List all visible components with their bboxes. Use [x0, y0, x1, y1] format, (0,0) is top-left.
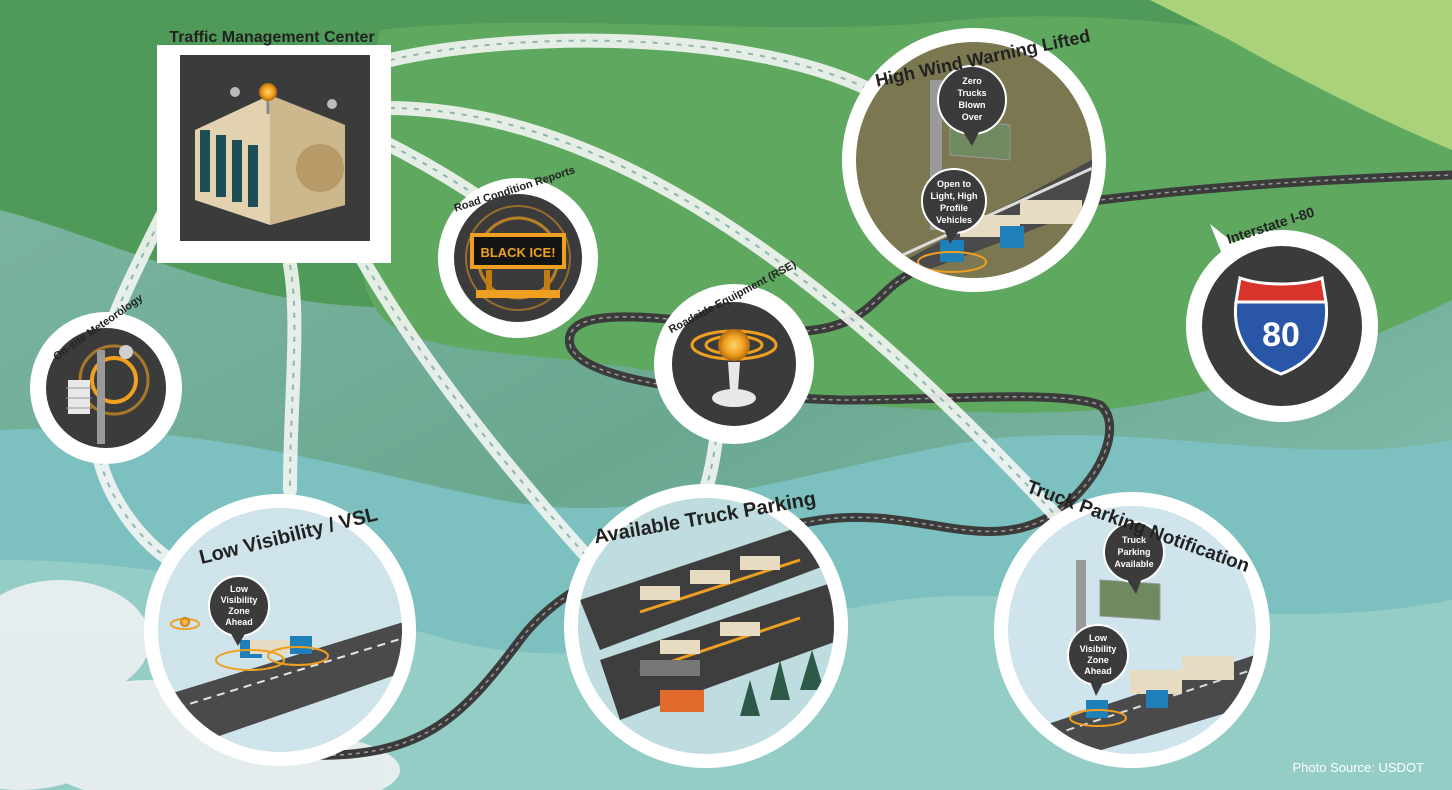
- clouds: [0, 580, 400, 790]
- available-truck-parking: Available Truck Parking: [564, 484, 848, 768]
- notification-bubble-2-line-3: Zone: [1087, 655, 1109, 665]
- wind-bubble-1-line-3: Blown: [959, 100, 986, 110]
- wind-bubble-1-line-2: Trucks: [957, 88, 986, 98]
- black-ice-sign: BLACK ICE!: [480, 245, 555, 260]
- notification-bubble-2-line-1: Low: [1089, 633, 1108, 643]
- tmc-building-icon: [195, 83, 345, 225]
- high-wind-warning: Zero Trucks Blown Over Open to Light, Hi…: [842, 26, 1106, 292]
- notification-bubble-1: Truck Parking Available: [1103, 521, 1165, 594]
- wind-bubble-1-line-4: Over: [962, 112, 983, 122]
- low-visibility-vsl: Low Visibility Zone Ahead Low Visibility…: [144, 494, 416, 766]
- wind-bubble-1: Zero Trucks Blown Over: [937, 65, 1007, 146]
- warning-sign-icon: BLACK ICE!: [465, 205, 571, 311]
- communication-link-arrows: [99, 39, 1061, 561]
- notification-bubble-1-line-3: Available: [1114, 559, 1153, 569]
- notification-bubble-2: Low Visibility Zone Ahead: [1067, 624, 1129, 696]
- photo-credit: Photo Source: USDOT: [1293, 760, 1425, 775]
- notification-bubble-1-line-2: Parking: [1117, 547, 1150, 557]
- tmc-title: Traffic Management Center: [169, 29, 374, 46]
- wind-bubble-2-line-4: Vehicles: [936, 215, 972, 225]
- hill-light-green: [1150, 0, 1452, 150]
- on-site-meteorology: On-site Meteorology: [30, 292, 182, 464]
- wind-bubble-2-line-2: Light, High: [931, 191, 978, 201]
- wind-bubble-2: Open to Light, High Profile Vehicles: [921, 168, 987, 244]
- low-vis-bubble-line-1: Low: [230, 584, 249, 594]
- rse-beacon-icon: [690, 329, 778, 407]
- notification-bubble-2-line-4: Ahead: [1084, 666, 1112, 676]
- interstate-shield-icon: 80: [1233, 275, 1329, 376]
- low-vis-bubble-line-4: Ahead: [225, 617, 253, 627]
- notification-bubble-1-line-1: Truck: [1122, 535, 1147, 545]
- beacon-icon: [170, 617, 200, 630]
- wind-bubble-1-line-1: Zero: [962, 76, 982, 86]
- truck-parking-notification: Truck Parking Available Low Visibility Z…: [994, 477, 1270, 768]
- wind-bubble-2-line-3: Profile: [940, 203, 968, 213]
- notification-bubble-2-line-2: Visibility: [1080, 644, 1117, 654]
- traffic-management-center: Traffic Management Center: [157, 29, 391, 263]
- low-vis-bubble-line-2: Visibility: [221, 595, 258, 605]
- wind-bubble-2-line-1: Open to: [937, 179, 971, 189]
- low-vis-bubble-line-3: Zone: [228, 606, 250, 616]
- low-vis-bubble: Low Visibility Zone Ahead: [208, 575, 270, 646]
- interstate-number: 80: [1262, 316, 1300, 354]
- weather-station-icon: [66, 344, 150, 444]
